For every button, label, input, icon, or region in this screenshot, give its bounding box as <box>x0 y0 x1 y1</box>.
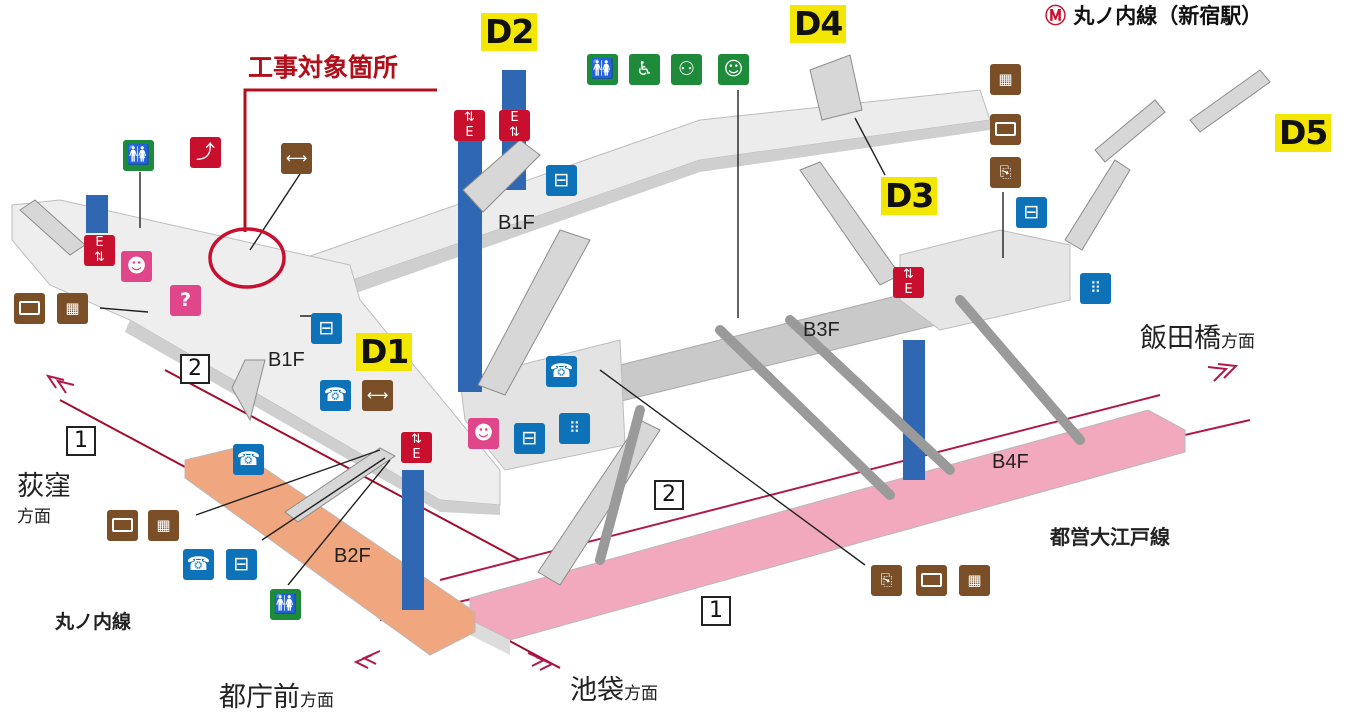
exit-d5[interactable]: D5 <box>1275 114 1332 152</box>
passage-icon[interactable]: ⟷ <box>281 143 312 174</box>
payphone-icon-b2f[interactable]: ☎ <box>233 444 264 475</box>
elevator-icon[interactable]: E⇅ <box>84 235 115 266</box>
ic-card-glyph <box>19 301 40 315</box>
direction-ogikubo-sub: 方面 <box>17 507 51 527</box>
ic-card-glyph-b2f <box>112 518 133 532</box>
direction-ikebukuro-main: 池袋 <box>570 675 624 706</box>
ic-card-glyph-b4f <box>921 573 942 587</box>
baby-care-icon[interactable]: ⚇ <box>671 54 702 85</box>
ticket-machine-icon-b2f[interactable]: ▦ <box>148 510 179 541</box>
pillar-right <box>903 340 925 480</box>
exit-d2[interactable]: D2 <box>481 13 538 51</box>
coin-locker-icon-b3f[interactable]: ⊟ <box>514 423 545 454</box>
direction-iidabashi: 飯田橋方面 <box>1140 316 1255 355</box>
direction-iidabashi-main: 飯田橋 <box>1140 323 1221 354</box>
pillar-center <box>402 470 424 610</box>
toilet-icon-top[interactable]: 🚻 <box>587 54 618 85</box>
leader-lines <box>99 90 1004 586</box>
passage-icon-d1[interactable]: ⟷ <box>362 380 393 411</box>
coin-locker-icon-b2f[interactable]: ⊟ <box>226 549 257 580</box>
direction-ogikubo-main: 荻窪 <box>17 471 71 502</box>
ticket-machine-icon-right[interactable]: ▦ <box>990 64 1021 95</box>
ic-card-icon-right[interactable] <box>990 114 1021 145</box>
elevator-icon-b2f[interactable]: ⇅E <box>401 432 432 463</box>
track-oedo-2: 2 <box>654 480 684 510</box>
direction-ikebukuro: 池袋方面 <box>570 668 658 707</box>
ic-card-glyph-right <box>995 122 1016 136</box>
floor-b2f: B2F <box>334 545 371 567</box>
ic-card-icon-b2f[interactable] <box>107 510 138 541</box>
direction-ogikubo: 荻窪 方面 <box>17 472 71 532</box>
b1f-upper-edge <box>280 120 990 318</box>
tactile-map-icon[interactable]: ⠿ <box>559 413 590 444</box>
baby-seat-icon[interactable]: ☺ <box>718 54 749 85</box>
floor-b1f-upper: B1F <box>498 212 535 234</box>
ic-card-icon[interactable] <box>14 293 45 324</box>
floor-b1f-lower: B1F <box>268 349 305 371</box>
construction-label: 工事対象箇所 <box>248 53 399 82</box>
track-oedo-1: 1 <box>701 596 731 626</box>
toilet-icon-b2f[interactable]: 🚻 <box>270 589 301 620</box>
ticket-machine-icon[interactable]: ▦ <box>57 293 88 324</box>
station-attendant-icon[interactable]: ☻ <box>121 251 152 282</box>
direction-ikebukuro-sub: 方面 <box>624 684 658 704</box>
direction-arrows <box>45 363 1239 671</box>
elevator-icon-b3f[interactable]: ⇅E <box>893 267 924 298</box>
coin-locker-icon-d2[interactable]: ⊟ <box>546 165 577 196</box>
tactile-map-icon-right[interactable]: ⠿ <box>1080 273 1111 304</box>
line-symbol-icon: Ⓜ <box>1045 4 1066 28</box>
fare-adjustment-icon[interactable]: ⎘ <box>990 157 1021 188</box>
track-marunouchi-2: 2 <box>180 354 210 384</box>
payphone-icon-b2f-2[interactable]: ☎ <box>183 549 214 580</box>
exit-d3[interactable]: D3 <box>881 177 938 215</box>
line-title: Ⓜ 丸ノ内線（新宿駅） <box>1045 0 1262 30</box>
direction-tochomae-sub: 方面 <box>300 691 334 711</box>
information-icon[interactable]: ? <box>170 285 201 316</box>
toilet-icon[interactable]: 🚻 <box>123 140 154 171</box>
pillar-d2 <box>458 112 482 392</box>
line-marunouchi: 丸ノ内線 <box>55 611 132 633</box>
b3f-right-concourse <box>899 229 1071 331</box>
floor-b3f: B3F <box>803 319 840 341</box>
escalator-icon[interactable]: ⤴ <box>190 137 221 168</box>
line-title-text: 丸ノ内線（新宿駅） <box>1073 4 1263 28</box>
ic-card-icon-b4f[interactable] <box>916 565 947 596</box>
floor-b4f: B4F <box>992 451 1029 473</box>
elevator-icon-d2-up[interactable]: ⇅E <box>454 110 485 141</box>
b4f-platform-front <box>470 620 510 655</box>
exit-d1[interactable]: D1 <box>356 333 413 371</box>
exit-d4[interactable]: D4 <box>790 5 847 43</box>
escalators <box>19 54 1271 586</box>
station-attendant-icon-b3f[interactable]: ☻ <box>468 418 499 449</box>
track-marunouchi-1: 1 <box>66 426 96 456</box>
fare-adjustment-icon-b4f[interactable]: ⎘ <box>871 565 902 596</box>
line-oedo: 都営大江戸線 <box>1050 525 1170 549</box>
direction-iidabashi-sub: 方面 <box>1221 332 1255 352</box>
b1f-left-edge <box>125 320 500 515</box>
pillar-left <box>86 195 108 233</box>
payphone-icon-b3f[interactable]: ☎ <box>546 356 577 387</box>
coin-locker-icon-right[interactable]: ⊟ <box>1016 197 1047 228</box>
direction-tochomae: 都庁前方面 <box>219 675 334 714</box>
accessible-toilet-icon[interactable]: ♿ <box>629 54 660 85</box>
direction-tochomae-main: 都庁前 <box>219 682 300 713</box>
ticket-machine-icon-b4f[interactable]: ▦ <box>959 565 990 596</box>
payphone-icon[interactable]: ☎ <box>320 380 351 411</box>
construction-leader <box>243 88 437 232</box>
elevator-icon-d2-down[interactable]: E⇅ <box>499 110 530 141</box>
ramps <box>595 295 1085 565</box>
coin-locker-icon[interactable]: ⊟ <box>311 313 342 344</box>
construction-circle <box>208 227 286 289</box>
